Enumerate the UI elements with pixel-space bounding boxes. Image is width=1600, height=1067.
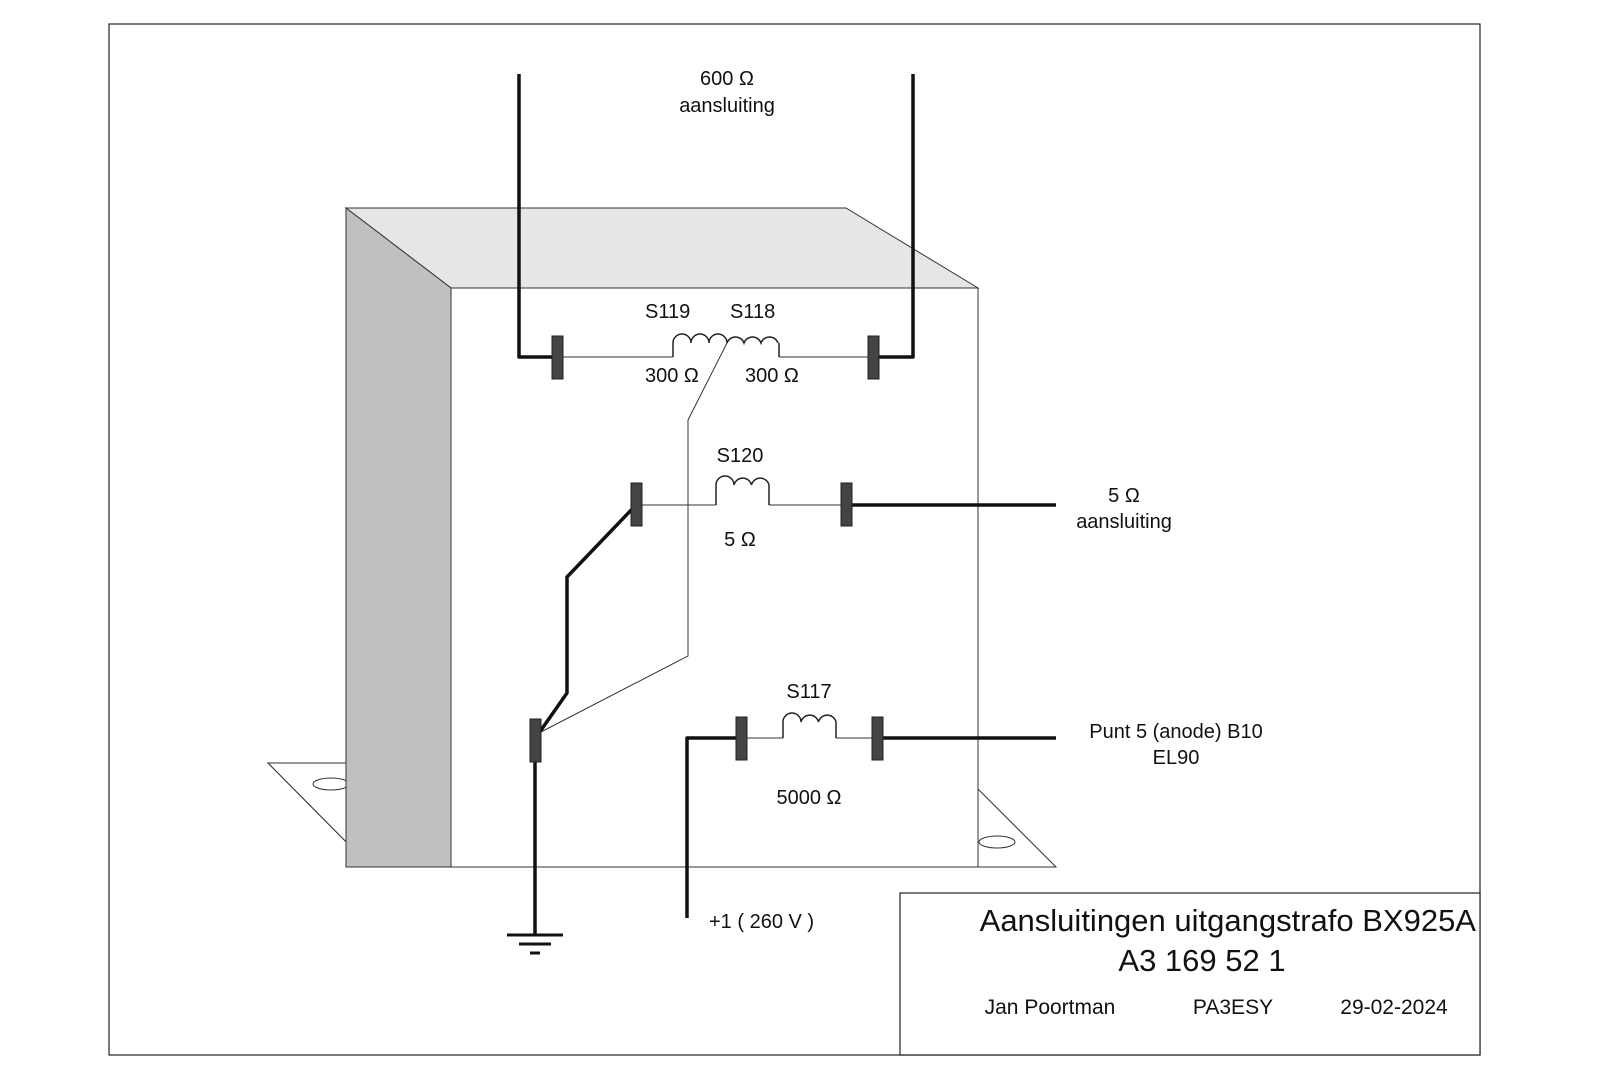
lead-600-left — [517, 74, 557, 359]
ground-icon — [507, 933, 563, 955]
lead-600-right — [873, 74, 915, 359]
terminal-post — [840, 482, 853, 527]
label-anode-point: Punt 5 (anode) B10 — [1089, 721, 1262, 743]
label-s118-impedance: 300 Ω — [745, 365, 799, 387]
label-5-value: 5 Ω — [1108, 485, 1140, 507]
terminal-post — [735, 716, 748, 761]
label-s117-impedance: 5000 Ω — [777, 787, 842, 809]
terminal-post — [867, 335, 880, 380]
external-leads — [517, 74, 1056, 935]
label-s119: S119 — [645, 301, 690, 323]
label-600-value: 600 Ω — [700, 68, 754, 90]
title-block: Aansluitingen uitgangstrafo BX925A A3 16… — [899, 892, 1481, 1056]
lead-supply — [685, 736, 741, 918]
drawing-frame — [108, 23, 1481, 1056]
coil-s119-s118 — [672, 333, 780, 357]
transformer-side-face — [345, 206, 452, 868]
terminal-post — [551, 335, 564, 380]
mounting-flange-right-plate — [977, 787, 1058, 868]
transformer-front-face — [450, 287, 979, 868]
coil-s117 — [782, 712, 837, 738]
drawing-author: Jan Poortman — [985, 996, 1116, 1019]
label-supply-voltage: +1 ( 260 V ) — [709, 911, 814, 933]
terminal-post — [871, 716, 884, 761]
terminal-post — [630, 482, 643, 527]
terminals — [529, 335, 884, 763]
coil-s120 — [715, 475, 770, 505]
label-600-connection: aansluiting — [679, 95, 775, 117]
label-s118: S118 — [730, 301, 775, 323]
drawing-title: Aansluitingen uitgangstrafo BX925A — [980, 903, 1477, 938]
labels: 600 Ω aansluiting S119 S118 300 Ω 300 Ω … — [645, 68, 1263, 933]
transformer-top-face — [344, 207, 980, 289]
terminal-post — [529, 718, 542, 763]
internal-wiring — [538, 342, 877, 739]
lead-ground-strap — [537, 503, 638, 735]
label-s119-impedance: 300 Ω — [645, 365, 699, 387]
label-s120-impedance: 5 Ω — [724, 529, 756, 551]
drawing-date: 29-02-2024 — [1340, 996, 1448, 1019]
label-s120: S120 — [717, 445, 764, 467]
mounting-hole — [978, 835, 1016, 849]
drawing-number: A3 169 52 1 — [1118, 943, 1285, 978]
label-s117: S117 — [786, 681, 831, 703]
drawing-callsign: PA3ESY — [1193, 996, 1273, 1019]
transformer-body — [266, 206, 1058, 868]
label-5-connection: aansluiting — [1076, 511, 1172, 533]
title-block-frame — [899, 892, 1481, 1056]
label-anode-tube: EL90 — [1153, 747, 1200, 769]
